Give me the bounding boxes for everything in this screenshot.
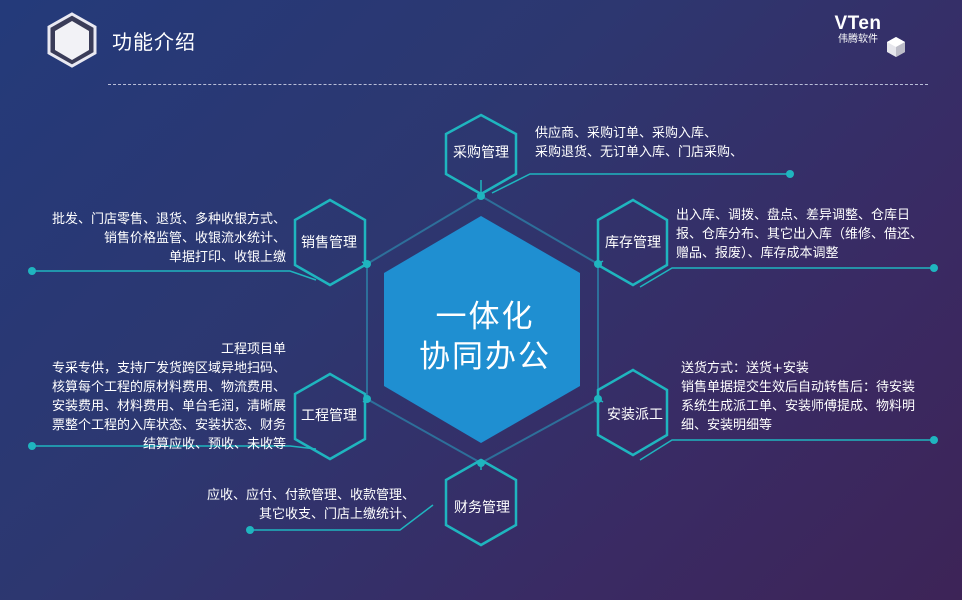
sales-hexagon — [293, 198, 367, 287]
brand-logo: VTen 伟腾软件 — [828, 14, 888, 46]
install-desc-line: 送货方式：送货+安装 — [681, 361, 809, 376]
purchase-desc-line: 供应商、采购订单、采购入库、 — [535, 126, 718, 141]
install-hexagon — [596, 368, 669, 457]
hexagon-badge-icon — [47, 12, 97, 68]
inventory-desc-line: 赠品、报废）、库存成本调整 — [676, 246, 839, 261]
project-desc-line: 专采专供，支持厂发货跨区域异地扫码、 — [51, 361, 286, 376]
project-desc-line: 工程项目单 — [220, 342, 286, 357]
sales-module-label[interactable]: 销售管理 — [301, 235, 357, 251]
finance-end-dot — [246, 526, 254, 534]
project-hexagon — [293, 372, 367, 461]
sales-description: 批发、门店零售、退货、多种收银方式、 销售价格监管、收银流水统计、 单据打印、收… — [8, 210, 286, 267]
purchase-desc-line: 采购退货、无订单入库、门店采购、 — [535, 145, 744, 160]
sales-desc-line: 单据打印、收银上缴 — [168, 250, 286, 265]
core-label-line1: 一体化 — [435, 299, 535, 335]
install-module-label[interactable]: 安装派工 — [607, 407, 663, 423]
project-desc-line: 安装费用、材料费用、单台毛润，清晰展 — [51, 399, 286, 414]
project-module-label[interactable]: 工程管理 — [301, 408, 357, 424]
finance-desc-line: 其它收支、门店上缴统计、 — [258, 507, 415, 522]
logo-mark: VTen — [834, 13, 882, 34]
finance-module-label[interactable]: 财务管理 — [454, 500, 510, 516]
inventory-desc-line: 出入库、调拨、盘点、差异调整、仓库日 — [676, 208, 911, 223]
finance-desc-line: 应收、应付、付款管理、收款管理、 — [206, 488, 415, 503]
sales-desc-line: 批发、门店零售、退货、多种收银方式、 — [51, 212, 286, 227]
core-label-line2: 协同办公 — [419, 339, 551, 375]
purchase-connector — [480, 173, 790, 196]
install-desc-line: 销售单据提交生效后自动转售后：待安装 — [681, 380, 916, 395]
page-title: 功能介绍 — [112, 30, 196, 54]
inventory-connector — [597, 260, 934, 288]
purchase-description: 供应商、采购订单、采购入库、 采购退货、无订单入库、门店采购、 — [535, 124, 743, 162]
project-desc-line: 核算每个工程的原材料费用、物流费用、 — [51, 380, 286, 395]
finance-description: 应收、应付、付款管理、收款管理、 其它收支、门店上缴统计、 — [170, 486, 415, 524]
purchase-end-dot — [786, 170, 794, 178]
inventory-end-dot — [930, 264, 938, 272]
project-desc-line: 结算应收、预收、未收等 — [142, 437, 286, 452]
sales-end-dot — [28, 267, 36, 275]
core-hexagon — [384, 216, 580, 443]
logo-name: 伟腾软件 — [838, 34, 878, 45]
core-label: 一体化 协同办公 — [395, 297, 575, 377]
inventory-description: 出入库、调拨、盘点、差异调整、仓库日 报、仓库分布、其它出入库（维修、借还、 赠… — [676, 206, 923, 263]
install-description: 送货方式：送货+安装 销售单据提交生效后自动转售后：待安装 系统生成派工单、安装… — [681, 359, 915, 435]
install-desc-line: 细、安装明细等 — [681, 418, 773, 433]
project-description: 工程项目单 专采专供，支持厂发货跨区域异地扫码、 核算每个工程的原材料费用、物流… — [8, 340, 286, 454]
project-end-dot — [28, 442, 36, 450]
purchase-module-label[interactable]: 采购管理 — [453, 145, 509, 161]
purchase-hexagon — [444, 113, 518, 196]
sales-desc-line: 销售价格监管、收银流水统计、 — [103, 231, 286, 246]
cube-icon — [887, 37, 905, 57]
header-divider — [108, 84, 928, 85]
project-desc-line: 票整个工程的入库状态、安装状态、财务 — [51, 418, 286, 433]
inventory-hexagon — [596, 198, 669, 287]
install-end-dot — [930, 436, 938, 444]
inventory-module-label[interactable]: 库存管理 — [605, 235, 661, 251]
inventory-desc-line: 报、仓库分布、其它出入库（维修、借还、 — [676, 227, 924, 242]
finance-hexagon — [444, 458, 518, 547]
install-desc-line: 系统生成派工单、安装师傅提成、物料明 — [681, 399, 916, 414]
